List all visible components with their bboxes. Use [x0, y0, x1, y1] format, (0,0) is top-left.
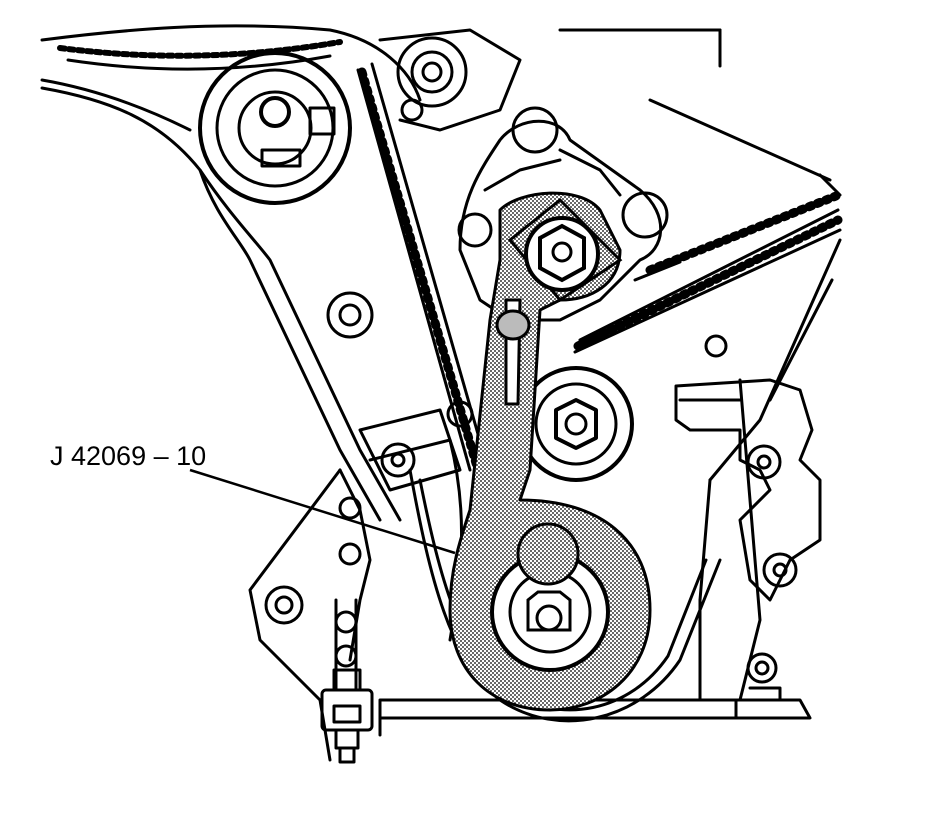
timing-belt-right-run	[573, 208, 843, 354]
top-small-pulley	[378, 28, 522, 132]
callout-leader-line	[189, 468, 456, 555]
upper-cover-outline	[40, 24, 842, 197]
timing-belt-top-right	[645, 191, 841, 275]
lower-left-plate	[248, 468, 372, 762]
right-bracket	[674, 378, 822, 684]
bottom-base-plate	[378, 686, 812, 737]
right-cover-rails	[698, 238, 842, 702]
left-cover-rail	[40, 86, 402, 522]
tensioner-bracket	[457, 106, 669, 322]
special-tool-j-42069-10	[448, 191, 652, 712]
tool-callout-label: J 42069 – 10	[50, 441, 206, 471]
upper-idler-pulley	[198, 51, 352, 205]
top-sprocket-teeth	[57, 39, 343, 71]
tensioner-adjuster-bolt	[320, 668, 374, 764]
left-small-bracket	[358, 400, 474, 492]
timing-belt-left-run	[356, 62, 488, 642]
